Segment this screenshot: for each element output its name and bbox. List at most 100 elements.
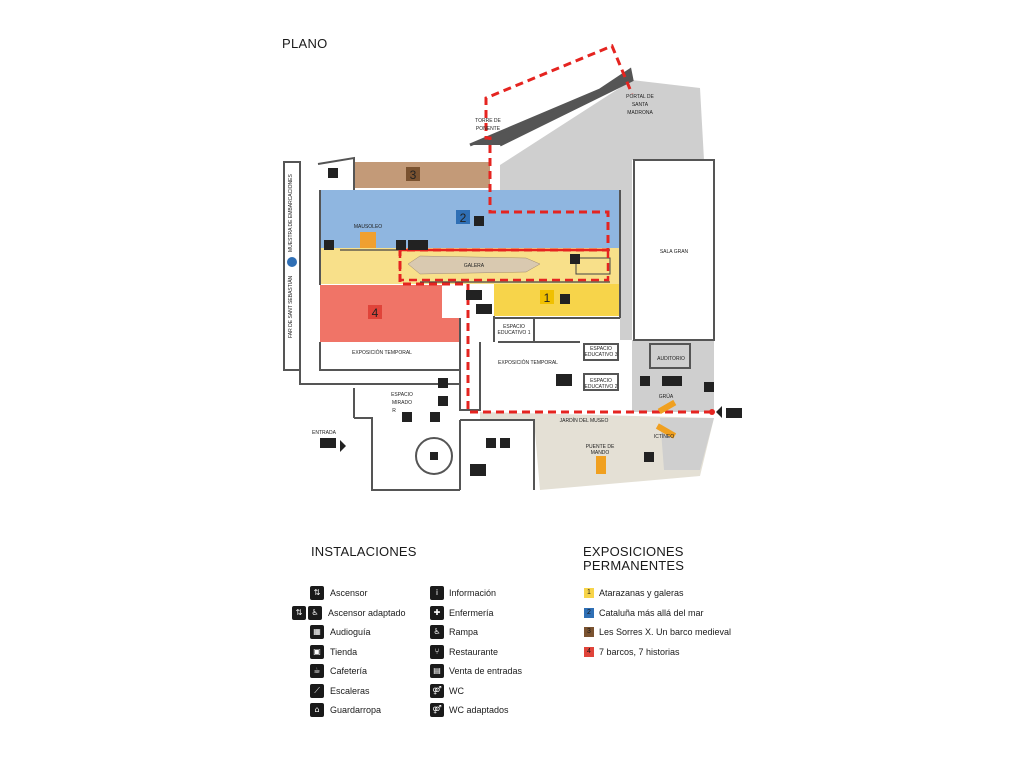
route-end: [709, 409, 715, 415]
zone-2-badge: [456, 210, 470, 224]
espacio-mirador-label-2: MIRADO: [392, 400, 412, 406]
torre-label-1: TORRE DE: [475, 118, 501, 124]
legend-row: ☕ Cafetería: [310, 663, 367, 679]
shop-icon: ▣: [310, 644, 324, 659]
espacio-educativo-1-label-1: ESPACIO: [503, 324, 525, 330]
faro-label: FAR DE SANT SEBASTIÀN: [287, 275, 294, 338]
legend-row: ♿ Rampa: [430, 624, 478, 640]
portal-label-2: SANTA: [632, 102, 649, 108]
exposiciones-title-line2: PERMANENTES: [583, 558, 685, 573]
legend-row: ⇅♿ Ascensor adaptado: [292, 605, 406, 621]
plan-title: PLANO: [282, 36, 328, 51]
restaurant-icon: ⑂: [430, 644, 444, 659]
legend-icons: ⇅♿: [292, 605, 322, 620]
espacio-mirador-label-3: R: [392, 408, 396, 414]
legend-label: Audioguía: [330, 627, 371, 637]
legend-label: Enfermería: [449, 607, 494, 618]
legend-label: WC: [449, 685, 464, 696]
zone-1-area: [494, 284, 620, 316]
legend-row: ⇅Ascensor: [310, 585, 368, 601]
faro-marker: [287, 257, 297, 267]
legend-icons: ▦: [310, 625, 324, 639]
legend-icons: ☕: [310, 664, 324, 678]
first-aid-icon: ✚: [430, 605, 444, 620]
legend-label: Rampa: [449, 627, 479, 637]
wc-icon: ⚤: [430, 683, 444, 698]
legend-icons: ▣: [310, 644, 324, 659]
espacio-educativo-1-label-2: EDUCATIVO 1: [498, 330, 531, 336]
legend-label: Venta de entradas: [449, 666, 523, 676]
legend-row: ⌂ Guardarropa: [310, 702, 381, 718]
exposicion-row: 2 Cataluña más allá del mar: [584, 605, 704, 621]
zone-3-number: 3: [410, 168, 417, 182]
legend-label: Ascensor adaptado: [328, 607, 406, 618]
info-desk-icon: [430, 452, 438, 460]
mausoleo-block: [360, 232, 376, 248]
zone-4-number: 4: [372, 306, 379, 320]
exposicion-swatch: 1: [584, 588, 594, 598]
zone-3-badge: [406, 167, 420, 181]
legend-label: WC adaptados: [449, 705, 509, 715]
ictineo-area: [660, 418, 714, 470]
ictineo-label: ICTÍNEO: [654, 433, 674, 440]
puente-label-1: PUENTE DE: [586, 444, 615, 450]
puente-label-2: MANDO: [591, 450, 610, 456]
legend-label: Restaurante: [449, 646, 499, 657]
sala-gran-label: SALA GRAN: [660, 249, 689, 255]
legend-label: Información: [449, 588, 497, 598]
entrance-arrow[interactable]: [340, 440, 346, 452]
route-line: [398, 44, 712, 414]
grey-wing: [620, 190, 632, 340]
legend-icons: ▤: [430, 664, 444, 678]
info-icon: i: [430, 586, 444, 600]
auditorio-label: AUDITORIO: [657, 356, 685, 362]
walls: [283, 156, 691, 491]
exposiciones-title: EXPOSICIONES PERMANENTES: [583, 545, 684, 573]
legend-icons: ✚: [430, 605, 444, 620]
exposicion-temporal-mid-label: EXPOSICIÓN TEMPORAL: [498, 359, 558, 366]
cafe-icon: ☕: [310, 664, 324, 678]
garden-area: [480, 412, 714, 490]
legend-icons: ♿: [430, 625, 444, 639]
central-hall: [415, 437, 453, 475]
entrada-label: ENTRADA: [312, 430, 337, 436]
espacio-educativo-2-label-1: ESPACIO: [590, 378, 612, 384]
espacio-educativo-3-label-2: EDUCATIVO 3: [585, 352, 618, 358]
galera-label: GALERA: [464, 263, 485, 269]
east-entrance-arrow[interactable]: [716, 406, 722, 418]
exposiciones-title-line1: EXPOSICIONES: [583, 544, 684, 559]
legend-label: Ascensor: [330, 588, 368, 598]
zone-1-badge: [540, 290, 554, 304]
tickets-icon: ▤: [430, 664, 444, 678]
legend-row: ✚ Enfermería: [430, 605, 494, 621]
espacio-mirador-label-1: ESPACIO: [391, 392, 413, 398]
exposicion-swatch: 2: [584, 607, 594, 618]
espacio-educativo-3-label-1: ESPACIO: [590, 346, 612, 352]
mausoleo-label: MAUSOLEO: [354, 224, 382, 230]
legend-row: ▣ Tienda: [310, 644, 357, 660]
ramp-icon: ♿: [430, 625, 444, 639]
legend-row: ⚤ WC: [430, 683, 464, 699]
galera-ship: [407, 255, 541, 275]
legend-icons: i: [430, 586, 444, 600]
grua-icon: [657, 399, 677, 415]
legend-row: ⟋Escaleras: [310, 683, 370, 699]
legend-label: Cafetería: [330, 666, 368, 676]
legend-label: Guardarropa: [330, 705, 382, 715]
portal-label-1: PORTAL DE: [626, 94, 654, 100]
legend-icons: ⚤: [430, 683, 444, 698]
exposicion-label: Cataluña más allá del mar: [599, 607, 704, 618]
legend-label: Tienda: [330, 646, 358, 657]
zone-4-badge: [368, 305, 382, 319]
exposicion-label: 7 barcos, 7 historias: [599, 646, 680, 657]
portal-label-3: MADRONA: [627, 110, 653, 116]
zone-3-area: [354, 162, 490, 188]
legend-row: ⚤WC adaptados: [430, 702, 509, 718]
legend-icons: ⌂: [310, 703, 324, 717]
grua-label: GRÚA: [659, 393, 674, 400]
route-box: [398, 248, 610, 282]
legend-icons: ⑂: [430, 644, 444, 659]
